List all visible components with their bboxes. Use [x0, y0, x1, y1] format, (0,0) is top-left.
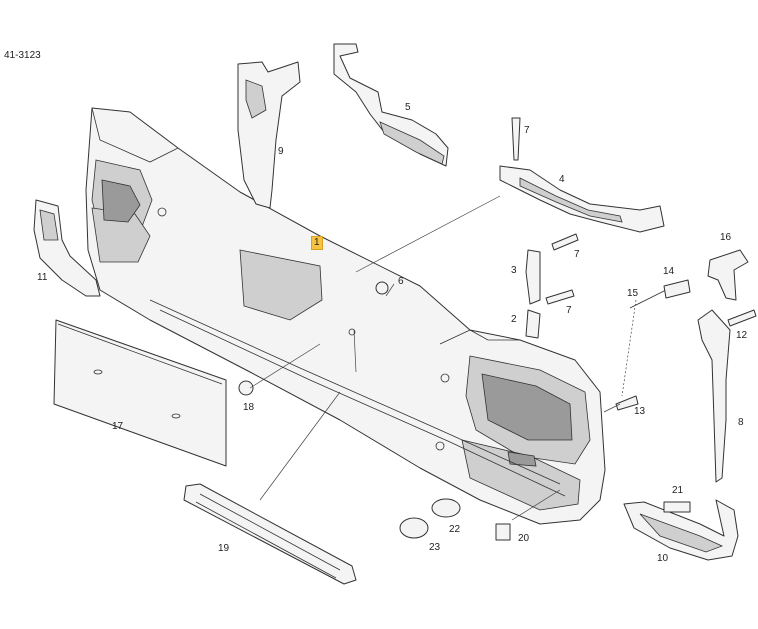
strip-5	[333, 43, 449, 167]
bracket-9	[237, 61, 301, 209]
plate-17	[53, 319, 227, 467]
label-part-13[interactable]: 13	[634, 406, 646, 417]
label-part-3[interactable]: 3	[511, 265, 517, 276]
label-part-18[interactable]: 18	[243, 402, 255, 413]
label-part-10[interactable]: 10	[657, 553, 669, 564]
label-part-8[interactable]: 8	[738, 417, 744, 428]
label-part-1[interactable]: 1	[311, 236, 323, 250]
label-part-7-top[interactable]: 7	[524, 125, 530, 136]
part-14	[663, 279, 691, 299]
drawing-reference: 41-3123	[4, 50, 41, 61]
label-part-11[interactable]: 11	[37, 272, 48, 283]
label-part-17[interactable]: 17	[112, 421, 124, 432]
mesh-19	[183, 483, 357, 585]
bracket-2	[525, 309, 541, 339]
corner-10	[623, 499, 739, 561]
label-part-15[interactable]: 15	[627, 288, 639, 299]
leader-lines	[249, 195, 637, 521]
label-part-5[interactable]: 5	[405, 102, 411, 113]
strip-4	[499, 165, 665, 233]
label-part-14[interactable]: 14	[663, 266, 675, 277]
tool-16	[707, 249, 749, 301]
bracket-8	[697, 309, 731, 483]
label-part-9[interactable]: 9	[278, 146, 284, 157]
bumper-main	[85, 107, 606, 525]
label-part-22[interactable]: 22	[449, 524, 461, 535]
small-parts	[238, 281, 691, 541]
label-part-2[interactable]: 2	[511, 314, 517, 325]
label-part-7-middle[interactable]: 7	[574, 249, 580, 260]
label-part-19[interactable]: 19	[218, 543, 230, 554]
bolts	[511, 117, 757, 411]
label-part-12[interactable]: 12	[736, 330, 748, 341]
label-part-4[interactable]: 4	[559, 174, 565, 185]
bracket-3	[525, 249, 541, 305]
label-part-23[interactable]: 23	[429, 542, 441, 553]
label-part-16[interactable]: 16	[720, 232, 732, 243]
label-part-7-lower[interactable]: 7	[566, 305, 572, 316]
label-part-20[interactable]: 20	[518, 533, 530, 544]
corner-11	[33, 199, 101, 297]
label-part-6[interactable]: 6	[398, 276, 404, 287]
label-part-21[interactable]: 21	[672, 485, 684, 496]
